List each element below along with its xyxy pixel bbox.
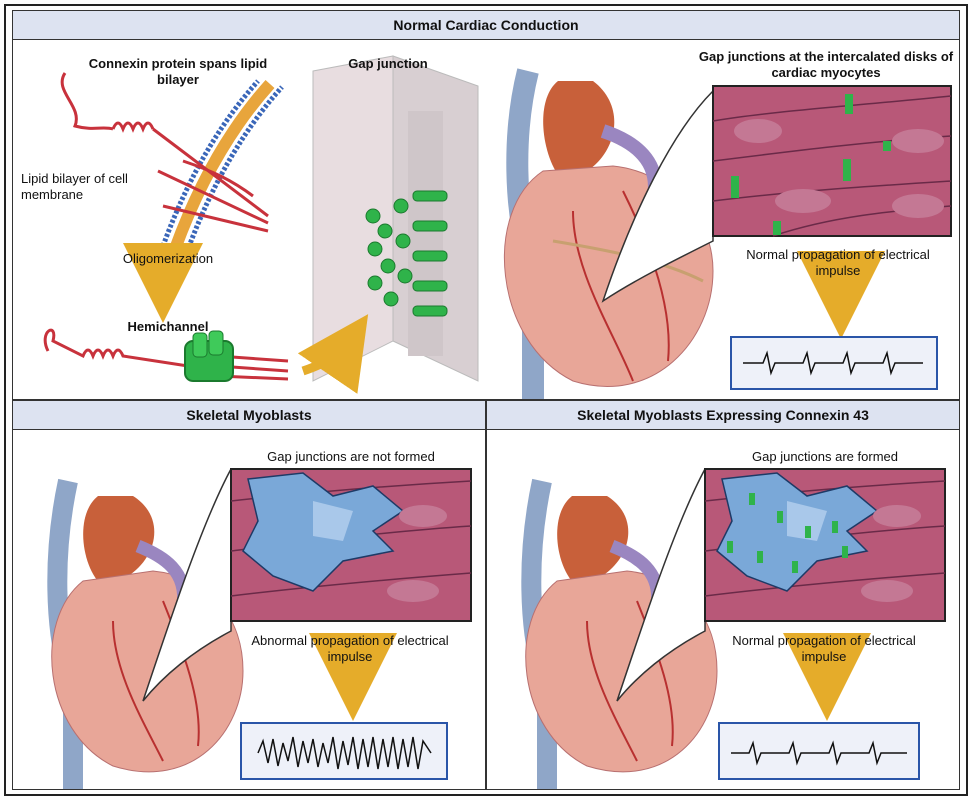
impulse-label: Normal propagation of electrical impulse	[746, 247, 930, 278]
hemichannel-label: Hemichannel	[127, 319, 209, 334]
skeletal-illustration	[47, 468, 472, 789]
assembly-arrow	[297, 314, 369, 394]
panel-skeletal-myoblasts: Skeletal Myoblasts	[12, 400, 486, 790]
connexin-label: Connexin protein spans lipid bilayer	[88, 56, 268, 87]
myocyte-inset	[712, 85, 952, 237]
gap-junction-label: Gap junction	[348, 56, 428, 71]
impulse-label: Normal propagation of electrical impulse	[732, 633, 916, 664]
gap-junction-plate	[312, 55, 479, 382]
panel-connexin43-myoblasts: Skeletal Myoblasts Expressing Connexin 4…	[486, 400, 960, 790]
panel-title: Skeletal Myoblasts Expressing Connexin 4…	[487, 401, 959, 430]
impulse-label: Abnormal propagation of electrical impul…	[251, 633, 449, 664]
inset-callout	[601, 89, 714, 303]
ecg-frame	[240, 722, 448, 780]
hemichannel-strand	[43, 328, 289, 382]
inset-callout	[616, 468, 706, 702]
myoblast-inset	[230, 468, 472, 622]
ecg-trace-abnormal	[257, 736, 432, 770]
connexin43-illustration	[521, 468, 946, 789]
gap-label: Gap junctions are formed	[752, 449, 898, 464]
panel-normal-conduction: Normal Cardiac Conduction	[12, 10, 960, 400]
inset-callout	[142, 468, 232, 702]
ecg-trace	[743, 350, 923, 376]
gap-label: Gap junctions are not formed	[267, 449, 435, 464]
normal-illustration	[43, 55, 952, 399]
panel-title: Skeletal Myoblasts	[13, 401, 485, 430]
lipid-bilayer-label: Lipid bilayer of cell membrane	[21, 171, 128, 202]
intercalated-disk-label: Gap junctions at the intercalated disks …	[698, 49, 954, 80]
figure: Normal Cardiac Conduction	[4, 4, 968, 796]
lipid-bilayer	[160, 79, 284, 253]
ecg-trace	[731, 740, 907, 766]
myoblast-inset	[704, 468, 946, 622]
panel-title: Normal Cardiac Conduction	[13, 11, 959, 40]
connexin-strand	[60, 72, 269, 233]
ecg-frame	[718, 722, 920, 780]
oligomerization-label: Oligomerization	[122, 251, 214, 266]
